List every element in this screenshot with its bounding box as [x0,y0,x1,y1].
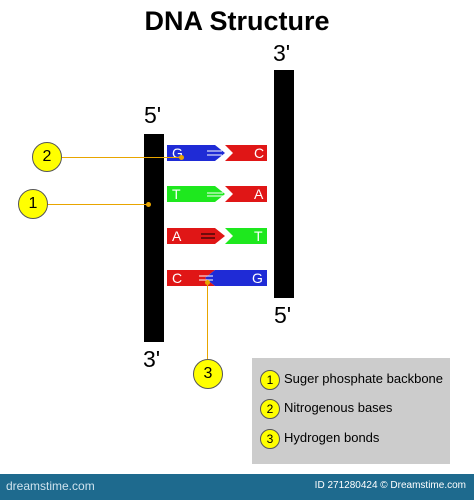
callout-3-leader-line [207,283,208,361]
left-base-letter: T [172,186,181,202]
callout-2: 2 [32,142,62,172]
right-base-letter: C [254,145,265,161]
right-base-letter: A [254,186,264,202]
base-pair-a-t: A T [167,228,267,244]
right-strand-top-label: 3' [273,40,291,66]
left-base-letter: G [172,145,183,161]
right-strand-bottom-label: 5' [274,302,292,328]
legend-number: 3 [260,429,280,449]
callout-3-leader-dot [205,280,210,285]
legend-text: Hydrogen bonds [284,430,380,445]
callout-1: 1 [18,189,48,219]
callout-2-leader-dot [179,155,184,160]
callout-1-leader-line [47,204,149,205]
base-pair-c-g: C G [167,270,267,286]
base-pair-shape [167,270,267,286]
callout-1-leader-dot [146,202,151,207]
legend-number: 1 [260,370,280,390]
legend-text: Nitrogenous bases [284,400,393,415]
base-pair-t-a: T A [167,186,267,202]
legend-box: 1 Suger phosphate backbone 2 Nitrogenous… [252,358,450,464]
footer-brand: dreamstime.com [6,479,95,493]
diagram-title: DNA Structure [144,6,330,36]
left-strand-bottom-label: 3' [143,346,161,372]
left-base-letter: C [172,270,183,286]
right-backbone-strand [274,70,294,298]
base-pair-shape [167,228,267,244]
callout-3: 3 [193,359,223,389]
footer-image-id: ID 271280424 © Dreamstime.com [314,480,466,491]
legend-number: 2 [260,399,280,419]
callout-2-leader-line [62,157,182,158]
right-base-letter: G [252,270,263,286]
footer-bar: dreamstime.com ID 271280424 © Dreamstime… [0,474,474,500]
base-pair-shape [167,186,267,202]
right-base-letter: T [254,228,263,244]
legend-text: Suger phosphate backbone [284,371,444,386]
left-backbone-strand [144,134,164,342]
left-strand-top-label: 5' [144,102,162,128]
left-base-letter: A [172,228,182,244]
